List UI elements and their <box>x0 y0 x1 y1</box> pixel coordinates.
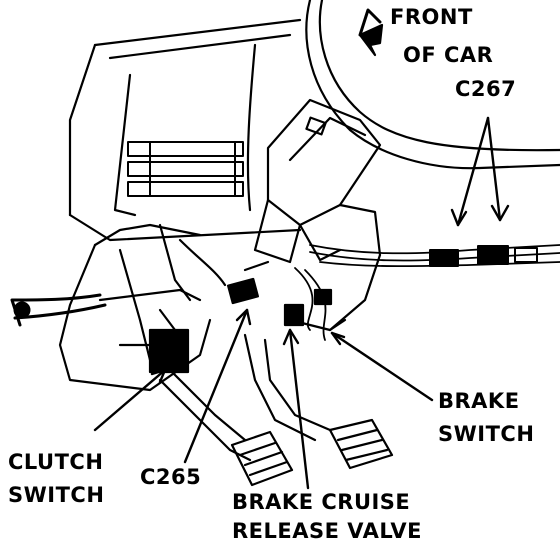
c267-connectors <box>429 245 538 267</box>
vent-louvers <box>127 141 244 197</box>
brake-cruise-label-line1: BRAKE CRUISE <box>232 490 411 514</box>
brake-pedal-pad <box>328 418 394 470</box>
clutch-switch-label-line1: CLUTCH <box>8 450 104 474</box>
c267-label: C267 <box>455 77 517 101</box>
front-direction-arrow <box>358 8 384 57</box>
column-bracket <box>298 203 382 332</box>
brake-switch-label-line2: SWITCH <box>438 422 535 446</box>
brake-switch-assembly <box>283 288 347 332</box>
clutch-switch-label-line2: SWITCH <box>8 483 105 507</box>
clutch-switch <box>118 308 190 374</box>
leader-arrows <box>93 116 510 490</box>
c265-connector <box>227 260 270 305</box>
brake-switch-label-line1: BRAKE <box>438 389 520 413</box>
dashboard-panel <box>68 18 302 242</box>
steering-column <box>305 0 560 170</box>
left-rod <box>10 293 107 327</box>
column-shroud <box>253 98 382 264</box>
c265-label: C265 <box>140 465 202 489</box>
clutch-pedal-pad <box>230 430 294 487</box>
front-label-line1: FRONT <box>390 5 473 29</box>
pedal-bracket <box>58 223 227 392</box>
front-label-line2: OF CAR <box>403 43 494 67</box>
wiring-harness <box>294 244 560 341</box>
brake-cruise-label-line2: RELEASE VALVE <box>232 519 422 543</box>
